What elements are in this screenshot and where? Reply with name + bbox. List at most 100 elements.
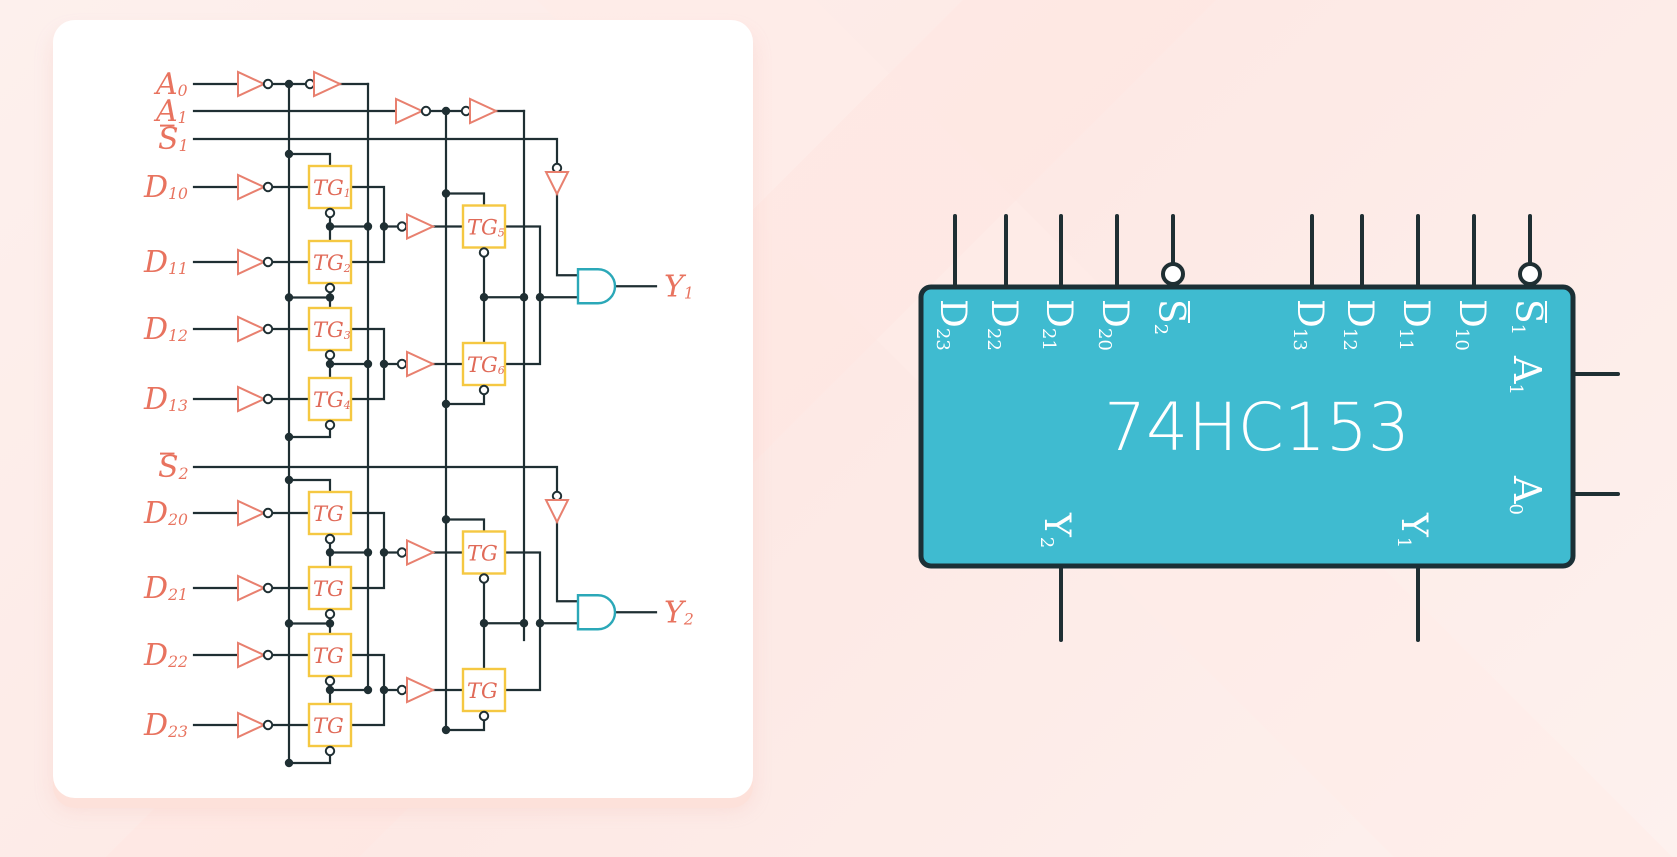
inversion-bubble: [324, 675, 336, 687]
inversion-bubble: [262, 323, 274, 335]
output-label: Y2: [664, 595, 694, 630]
transmission-gate-label: TG: [313, 714, 344, 738]
transmission-gate: [307, 702, 353, 748]
transmission-gate: [461, 204, 507, 249]
transmission-gate-label: TG4: [313, 388, 351, 412]
and-gate-icon: [576, 594, 617, 631]
junction-dot: [379, 359, 389, 369]
inversion-bubble: [478, 247, 490, 258]
inversion-bubble: [396, 684, 408, 696]
junction-dot: [519, 619, 529, 628]
inversion-bubble: [478, 573, 490, 584]
junction-dot: [379, 548, 389, 557]
buffer-gate-icon: [237, 248, 267, 276]
junction-dot: [379, 222, 389, 231]
chip-name: 74HC153: [1104, 389, 1410, 466]
signal-label: D10: [143, 170, 188, 205]
chip-pin-label: D20: [1094, 299, 1135, 351]
signal-label: S1: [158, 122, 188, 157]
transmission-gate: [461, 530, 507, 575]
junction-dot: [284, 149, 294, 159]
junction-dot: [535, 293, 545, 302]
transmission-gate-label: TG5: [467, 216, 505, 240]
transmission-gate-label: TG6: [467, 353, 505, 377]
junction-dot: [325, 222, 335, 231]
inversion-bubble: [324, 282, 336, 294]
junction-dot: [325, 359, 335, 369]
chip-pin-label: D11: [1395, 299, 1436, 351]
junction-dot: [363, 359, 373, 369]
buffer-gate-icon: [237, 315, 267, 343]
junction-dot: [363, 685, 373, 695]
buffer-gate-icon: [469, 97, 499, 125]
junction-dot: [441, 106, 451, 116]
inversion-bubble: [478, 384, 490, 396]
signal-label: A1: [153, 94, 188, 129]
buffer-gate-icon: [237, 70, 267, 98]
junction-dot: [325, 293, 335, 302]
chip-pin-label: D21: [1038, 299, 1079, 351]
transmission-gate: [307, 376, 353, 422]
junction-dot: [479, 619, 489, 628]
transmission-gate-label: TG2: [313, 251, 351, 275]
signal-label: D20: [143, 496, 188, 531]
buffer-gate-icon: [237, 499, 267, 527]
inversion-bubble: [551, 490, 563, 502]
signal-label: D11: [143, 245, 188, 280]
inversion-bubble: [396, 221, 408, 232]
buffer-gate-icon: [237, 711, 267, 739]
junction-dot: [535, 619, 545, 628]
junction-dot: [379, 685, 389, 695]
transmission-gate: [307, 306, 353, 352]
wire: [444, 718, 486, 732]
buffer-gate-icon: [237, 173, 267, 201]
buffer-gate-icon: [406, 212, 436, 241]
chip-pin-label: D13: [1289, 299, 1330, 351]
inversion-bubble: [396, 358, 408, 370]
junction-dot: [284, 475, 294, 485]
buffer-gate-icon: [237, 641, 267, 669]
inversion-bubble: [262, 78, 274, 90]
transmission-gate-label: TG: [467, 542, 498, 566]
inversion-bubble: [324, 207, 336, 219]
signal-label: D12: [143, 312, 188, 347]
chip-pin-label: D10: [1451, 299, 1492, 351]
inversion-bubble: [324, 745, 336, 757]
junction-dot: [441, 725, 451, 735]
buffer-gate-icon: [544, 171, 570, 197]
and-gate-icon: [576, 268, 617, 305]
inversion-bubble: [551, 162, 563, 174]
chip-pin-label: D23: [932, 299, 973, 351]
inversion-bubble: [304, 78, 316, 90]
junction-dot: [479, 293, 489, 302]
inversion-bubble: [324, 349, 336, 361]
signal-label: D13: [143, 382, 188, 417]
buffer-gate-icon: [406, 676, 436, 704]
wire: [287, 478, 332, 494]
inversion-bubble: [396, 547, 408, 558]
inversion-bubble: [1518, 262, 1542, 286]
inversion-bubble: [324, 533, 336, 545]
inversion-bubble: [262, 181, 274, 193]
inversion-bubble: [324, 419, 336, 431]
wire: [444, 518, 486, 533]
junction-dot: [325, 619, 335, 628]
junction-dot: [284, 619, 294, 628]
inversion-bubble: [478, 710, 490, 722]
junction-dot: [284, 758, 294, 768]
chip-pin-label: S2: [1150, 299, 1191, 335]
junction-dot: [284, 79, 294, 89]
buffer-gate-icon: [237, 574, 267, 602]
junction-dot: [284, 432, 294, 442]
chip-pin-label: D22: [983, 299, 1024, 351]
chip-pin-label: S1: [1507, 299, 1548, 335]
buffer-gate-icon: [406, 538, 436, 567]
junction-dot: [284, 293, 294, 302]
transmission-gate-label: TG1: [313, 176, 351, 200]
wire: [444, 392, 486, 406]
transmission-gate-label: TG: [313, 644, 344, 668]
inversion-bubble: [1161, 262, 1185, 286]
inversion-bubble: [262, 719, 274, 731]
wire: [192, 137, 559, 166]
